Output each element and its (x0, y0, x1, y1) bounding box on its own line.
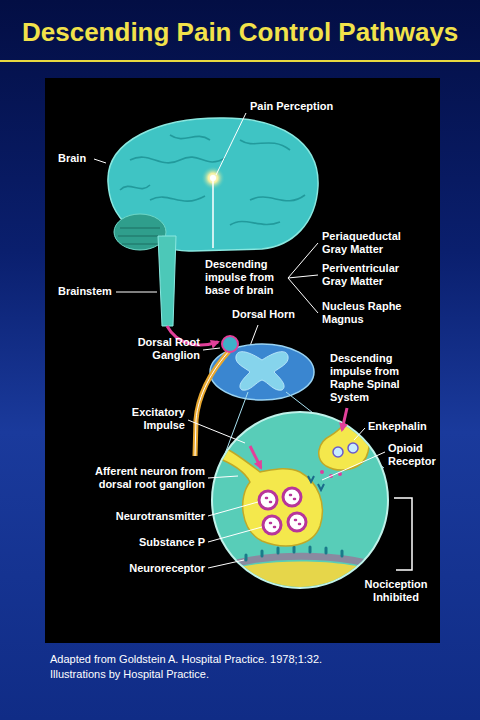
afferent-fiber (195, 350, 230, 456)
vesicle (288, 513, 306, 531)
diagram-title: Descending Pain Control Pathways (22, 17, 458, 47)
vesicle (263, 516, 281, 534)
bracket (394, 498, 412, 570)
leader-line (116, 292, 157, 293)
title-rule (0, 60, 480, 62)
leader-line (94, 159, 106, 163)
region-label: Periventricular Gray Matter (322, 262, 422, 288)
leader-line (208, 502, 258, 516)
leader-line (208, 560, 244, 568)
enkephalin-molecule (320, 470, 324, 474)
excitatory-arrow (250, 446, 261, 468)
neuroreceptor-sites (246, 547, 342, 560)
nerve-root (195, 350, 230, 456)
part-label: Neurotransmitter (85, 510, 205, 523)
part-label: Neuroreceptor (85, 562, 205, 575)
black-panel (45, 78, 440, 643)
part-label: Enkephalin (368, 420, 438, 433)
leader-line (188, 420, 245, 443)
part-label: Dorsal Root Ganglion (110, 336, 200, 362)
part-label: Opioid Receptor (388, 442, 448, 468)
signal-label: Excitatory Impulse (95, 406, 185, 432)
bracket-lines (288, 243, 318, 313)
part-label: Brain (58, 152, 102, 165)
part-label: Dorsal Horn (232, 308, 312, 321)
region-label: Periaqueductal Gray Matter (322, 230, 422, 256)
part-label: Substance P (85, 536, 205, 549)
part-label: Brainstem (58, 285, 130, 298)
pathway-label: Descending impulse from base of brain (205, 258, 285, 297)
leader-line (208, 527, 262, 542)
leader-line (322, 452, 385, 480)
credit-note: Illustrations by Hospital Practice. (50, 667, 209, 681)
brainstem-shape (158, 236, 176, 326)
vesicle (283, 488, 301, 506)
leader-line (208, 476, 238, 478)
postsynaptic-membrane (214, 556, 390, 572)
brain-shape (108, 118, 318, 251)
afferent-terminal (200, 436, 322, 546)
enkephalin-vesicle (348, 443, 358, 453)
ascending-line (212, 181, 214, 248)
pathway-label: Descending impulse from Raphe Spinal Sys… (330, 352, 412, 404)
leader-line (203, 348, 220, 350)
pain-dot (210, 175, 216, 181)
region-label: Nucleus Raphe Magnus (322, 300, 422, 326)
vesicle (259, 491, 277, 509)
leader-line (216, 113, 246, 175)
enkephalin-vesicle (333, 447, 343, 457)
raphe-arrow (342, 408, 347, 430)
cerebellum-stripes (118, 228, 162, 244)
opioid-receptor (308, 476, 324, 490)
part-label: Pain Perception (250, 100, 362, 113)
result-label: Nociception Inhibited (356, 578, 436, 604)
ganglion (222, 336, 238, 352)
part-label: Afferent neuron from dorsal root ganglio… (70, 465, 205, 491)
leader-line (250, 325, 258, 346)
substance-p (266, 495, 300, 527)
enkephalin-terminal (319, 408, 370, 470)
leader-line (354, 428, 365, 440)
grey-matter (236, 352, 288, 391)
figure-caption: Adapted from Goldstein A. Hospital Pract… (50, 652, 322, 666)
